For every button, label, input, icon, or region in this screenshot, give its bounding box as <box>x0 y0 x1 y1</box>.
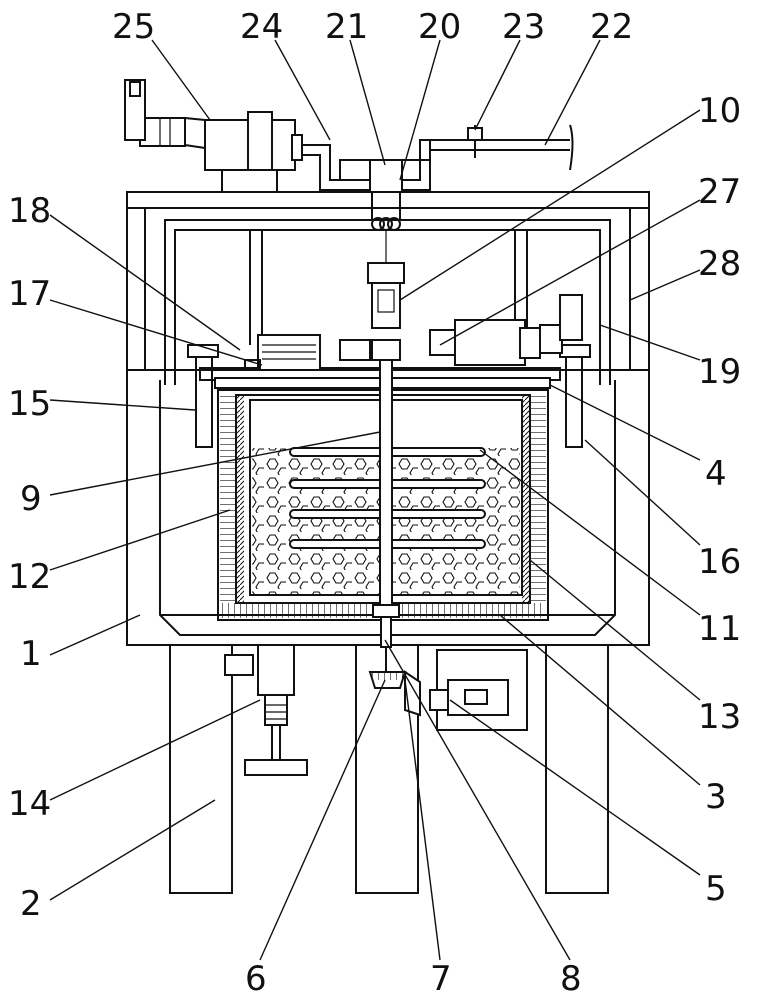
label-15: 15 <box>8 384 51 424</box>
label-22: 22 <box>590 7 633 47</box>
label-12: 12 <box>8 557 51 597</box>
label-27: 27 <box>698 172 741 212</box>
central-shaft <box>367 230 405 648</box>
label-2: 2 <box>20 884 42 924</box>
top-motor <box>339 294 583 366</box>
label-14: 14 <box>8 784 51 824</box>
label-11: 11 <box>698 609 741 649</box>
bottom-drive <box>368 647 528 731</box>
label-13: 13 <box>698 697 741 737</box>
label-21: 21 <box>325 7 368 47</box>
top-manifold <box>339 140 431 231</box>
label-10: 10 <box>698 91 741 131</box>
bottom-drain <box>224 644 308 776</box>
label-6: 6 <box>245 959 267 999</box>
label-19: 19 <box>698 352 741 392</box>
label-3: 3 <box>705 777 727 817</box>
label-5: 5 <box>705 869 727 909</box>
pipes <box>300 124 574 191</box>
label-9: 9 <box>20 479 42 519</box>
label-7: 7 <box>430 959 452 999</box>
label-20: 20 <box>418 7 461 47</box>
label-25: 25 <box>112 7 155 47</box>
label-24: 24 <box>240 7 283 47</box>
label-23: 23 <box>502 7 545 47</box>
leader-lines <box>49 39 701 961</box>
pump-assembly <box>124 79 303 193</box>
spring-box <box>244 334 321 371</box>
label-28: 28 <box>698 244 741 284</box>
label-16: 16 <box>698 542 741 582</box>
label-17: 17 <box>8 274 51 314</box>
label-18: 18 <box>8 191 51 231</box>
label-4: 4 <box>705 454 727 494</box>
label-1: 1 <box>20 634 42 674</box>
label-8: 8 <box>560 959 582 999</box>
